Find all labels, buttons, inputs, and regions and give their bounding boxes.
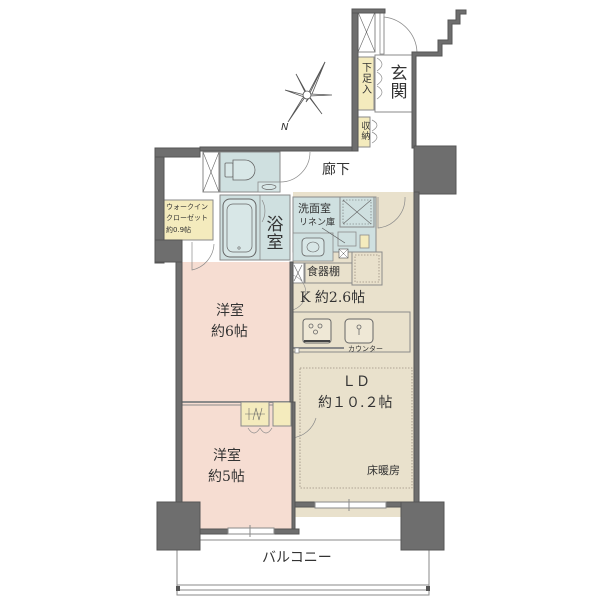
walk-in-closet-label-1: ウォークイン [166,203,208,211]
bathroom-label: 浴室 [262,215,283,251]
toilet-icon [232,159,256,181]
western-room-1-size: 約6帖 [211,324,248,340]
walk-in-closet [162,199,214,241]
floor-heating-zone [299,367,413,489]
entrance-floor [374,54,413,113]
western-room-2-size: 約5帖 [208,469,245,485]
wash-basin-icon [301,237,325,257]
counter-label: カウンター [348,345,383,353]
toilet-door-swing [279,151,311,183]
walk-in-closet-label-3: 約0.9帖 [166,226,192,234]
western-room-2-label: 洋室 [213,448,241,464]
compass-north-label: N [281,122,289,133]
small-storage-label: 収納 [359,121,370,141]
washroom-label: 洗面室 [298,202,331,215]
living-dining-size: 約１０.２帖 [318,395,393,411]
balcony-area [176,539,430,596]
floor-heating-label: 床暖房 [367,464,400,477]
linen-storage-label: リネン庫 [299,218,336,228]
western-room-1-floor [180,262,292,402]
washing-machine-space [342,199,372,225]
bathtub-icon [222,198,257,258]
dish-shelf-label: 食器棚 [307,265,340,278]
entrance-door-swing [383,16,418,54]
compass-rose [284,61,333,123]
corridor-label: 廊下 [322,162,350,178]
walls [154,8,467,551]
living-dining-label: ＬＤ [342,374,370,390]
kitchen-label: K 約2.6帖 [300,290,366,306]
balcony-label: バルコニー [262,550,332,566]
shoe-storage-label: 下足入 [359,62,371,95]
ldk-door-swing [377,196,406,229]
linen-storage [337,231,357,247]
entrance-label: 玄関 [386,64,407,100]
windows [227,499,387,537]
walk-in-closet-label-2: クローゼット [166,214,208,222]
western-room-1-label: 洋室 [216,303,244,319]
